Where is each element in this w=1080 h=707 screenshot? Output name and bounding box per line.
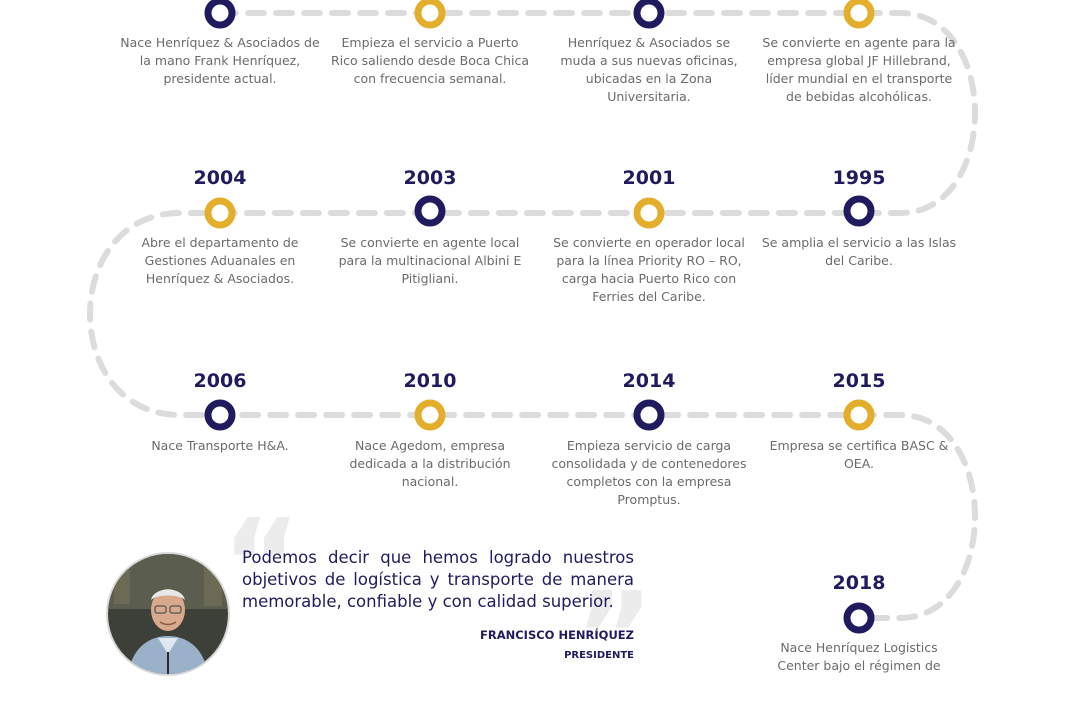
milestone-description: Nace Agedom, empresa dedicada a la distr…: [349, 438, 511, 489]
milestone-year: 2015: [832, 370, 886, 392]
milestone-description: Se amplia el servicio a las Islas del Ca…: [761, 235, 957, 268]
milestone-description: Se convierte en operador local para la l…: [553, 235, 745, 304]
milestone-description: Se convierte en agente para la empresa g…: [762, 35, 956, 104]
milestone-dot: [204, 399, 236, 431]
testimonial-quote: Podemos decir que hemos logrado nuestros…: [242, 548, 634, 611]
milestone-description: Nace Transporte H&A.: [151, 438, 289, 453]
milestone-dot: [204, 197, 236, 229]
timeline-track: [87, 0, 978, 634]
milestone-dot: [843, 602, 875, 634]
milestone-dot: [414, 0, 446, 29]
milestone-dot: [633, 399, 665, 431]
milestone-description: Abre el departamento de Gestiones Aduana…: [141, 235, 299, 286]
portrait-image: [108, 554, 228, 674]
open-quote-mark: “: [222, 495, 301, 634]
milestone-year: 2006: [193, 370, 247, 392]
milestone-dot: [843, 195, 875, 227]
milestone-description: Henríquez & Asociados se muda a sus nuev…: [560, 35, 738, 104]
milestone-description: Empieza el servicio a Puerto Rico salien…: [330, 35, 530, 86]
milestone-year: 2014: [622, 370, 676, 392]
avatar: [106, 552, 230, 676]
quote-author-role: PRESIDENTE: [564, 650, 634, 661]
milestone-dot: [843, 399, 875, 431]
milestone-description: Nace Henríquez & Asociados de la mano Fr…: [120, 35, 320, 86]
milestone-year: 2001: [622, 167, 676, 189]
milestone-dot: [414, 195, 446, 227]
milestone-year: 2018: [832, 572, 886, 594]
milestone-dot: [843, 0, 875, 29]
milestone-year: 2004: [193, 167, 247, 189]
quote-author: FRANCISCO HENRÍQUEZ: [479, 628, 634, 642]
milestone-year: 2003: [403, 167, 457, 189]
milestone-dot: [414, 399, 446, 431]
milestone-dot: [633, 197, 665, 229]
milestone-year: 2010: [403, 370, 457, 392]
milestone-dot: [204, 0, 236, 29]
milestone-year: 1995: [832, 167, 886, 189]
milestone-description: Se convierte en agente local para la mul…: [338, 235, 522, 286]
milestone-description: Empresa se certifica BASC & OEA.: [769, 438, 949, 471]
milestone-dot: [633, 0, 665, 29]
milestone-description: Empieza servicio de carga consolidada y …: [551, 438, 747, 507]
milestone-description: Nace Henríquez Logistics Center bajo el …: [777, 640, 941, 673]
